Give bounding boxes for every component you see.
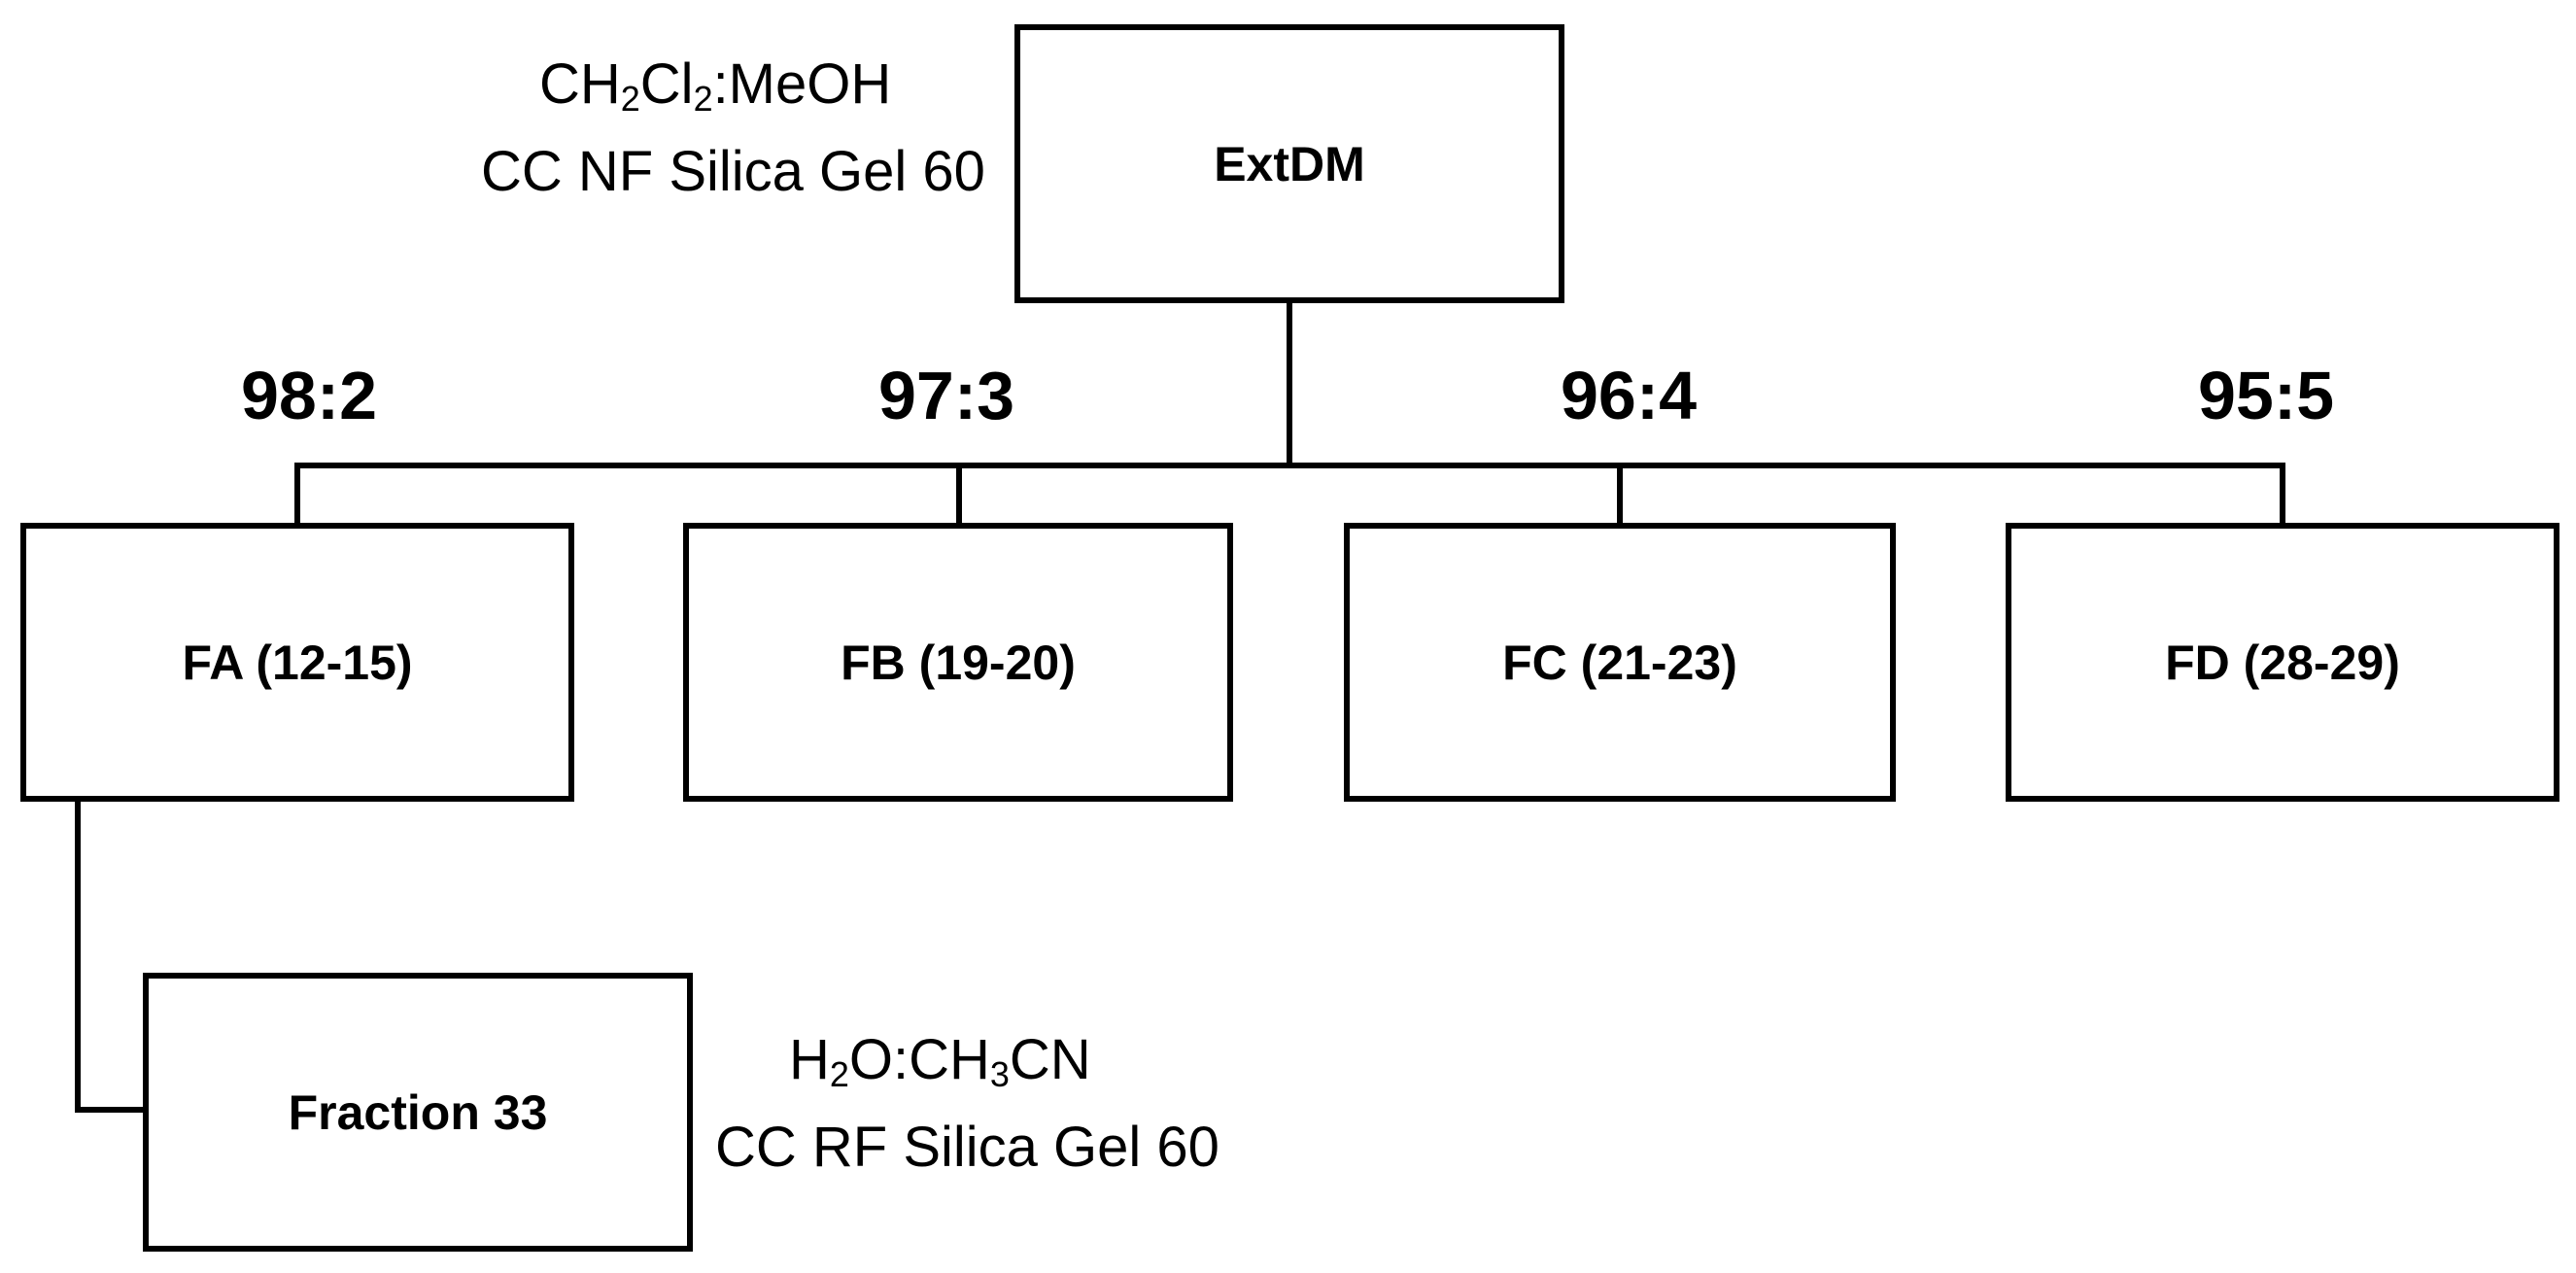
ratio-label-fb: 97:3 bbox=[878, 358, 1015, 433]
root-node-label: ExtDM bbox=[1214, 136, 1365, 191]
subfraction-node-fraction-33: Fraction 33 bbox=[143, 973, 693, 1252]
subfraction-stem-line bbox=[75, 799, 81, 1113]
root-node-extdm: ExtDM bbox=[1014, 24, 1564, 303]
fraction-node-label: FC (21-23) bbox=[1502, 635, 1737, 690]
branch-drop-line-fd bbox=[2280, 463, 2285, 526]
branch-bus-line bbox=[294, 463, 2285, 468]
root-method-label: CC NF Silica Gel 60 bbox=[481, 140, 985, 203]
fraction-node-fb: FB (19-20) bbox=[683, 523, 1233, 802]
fraction-node-fd: FD (28-29) bbox=[2006, 523, 2559, 802]
fraction-node-label: FA (12-15) bbox=[182, 635, 413, 690]
ratio-label-fd: 95:5 bbox=[2198, 358, 2335, 433]
subfraction-solvent-formula: H2O:CH3CN bbox=[789, 1028, 1091, 1094]
branch-drop-line-fa bbox=[294, 463, 300, 526]
branch-drop-line-fb bbox=[956, 463, 962, 526]
branch-drop-line-fc bbox=[1617, 463, 1623, 526]
subfraction-method-label: CC RF Silica Gel 60 bbox=[715, 1116, 1219, 1179]
fraction-node-fc: FC (21-23) bbox=[1344, 523, 1896, 802]
ratio-label-fa: 98:2 bbox=[241, 358, 378, 433]
fraction-node-label: FB (19-20) bbox=[841, 635, 1076, 690]
fraction-node-label: FD (28-29) bbox=[2165, 635, 2400, 690]
subfraction-elbow-line bbox=[75, 1107, 148, 1113]
root-solvent-formula: CH2Cl2:MeOH bbox=[539, 52, 892, 119]
ratio-label-fc: 96:4 bbox=[1561, 358, 1698, 433]
subfraction-node-label: Fraction 33 bbox=[288, 1084, 548, 1140]
fraction-node-fa: FA (12-15) bbox=[20, 523, 574, 802]
root-stem-line bbox=[1287, 301, 1292, 468]
